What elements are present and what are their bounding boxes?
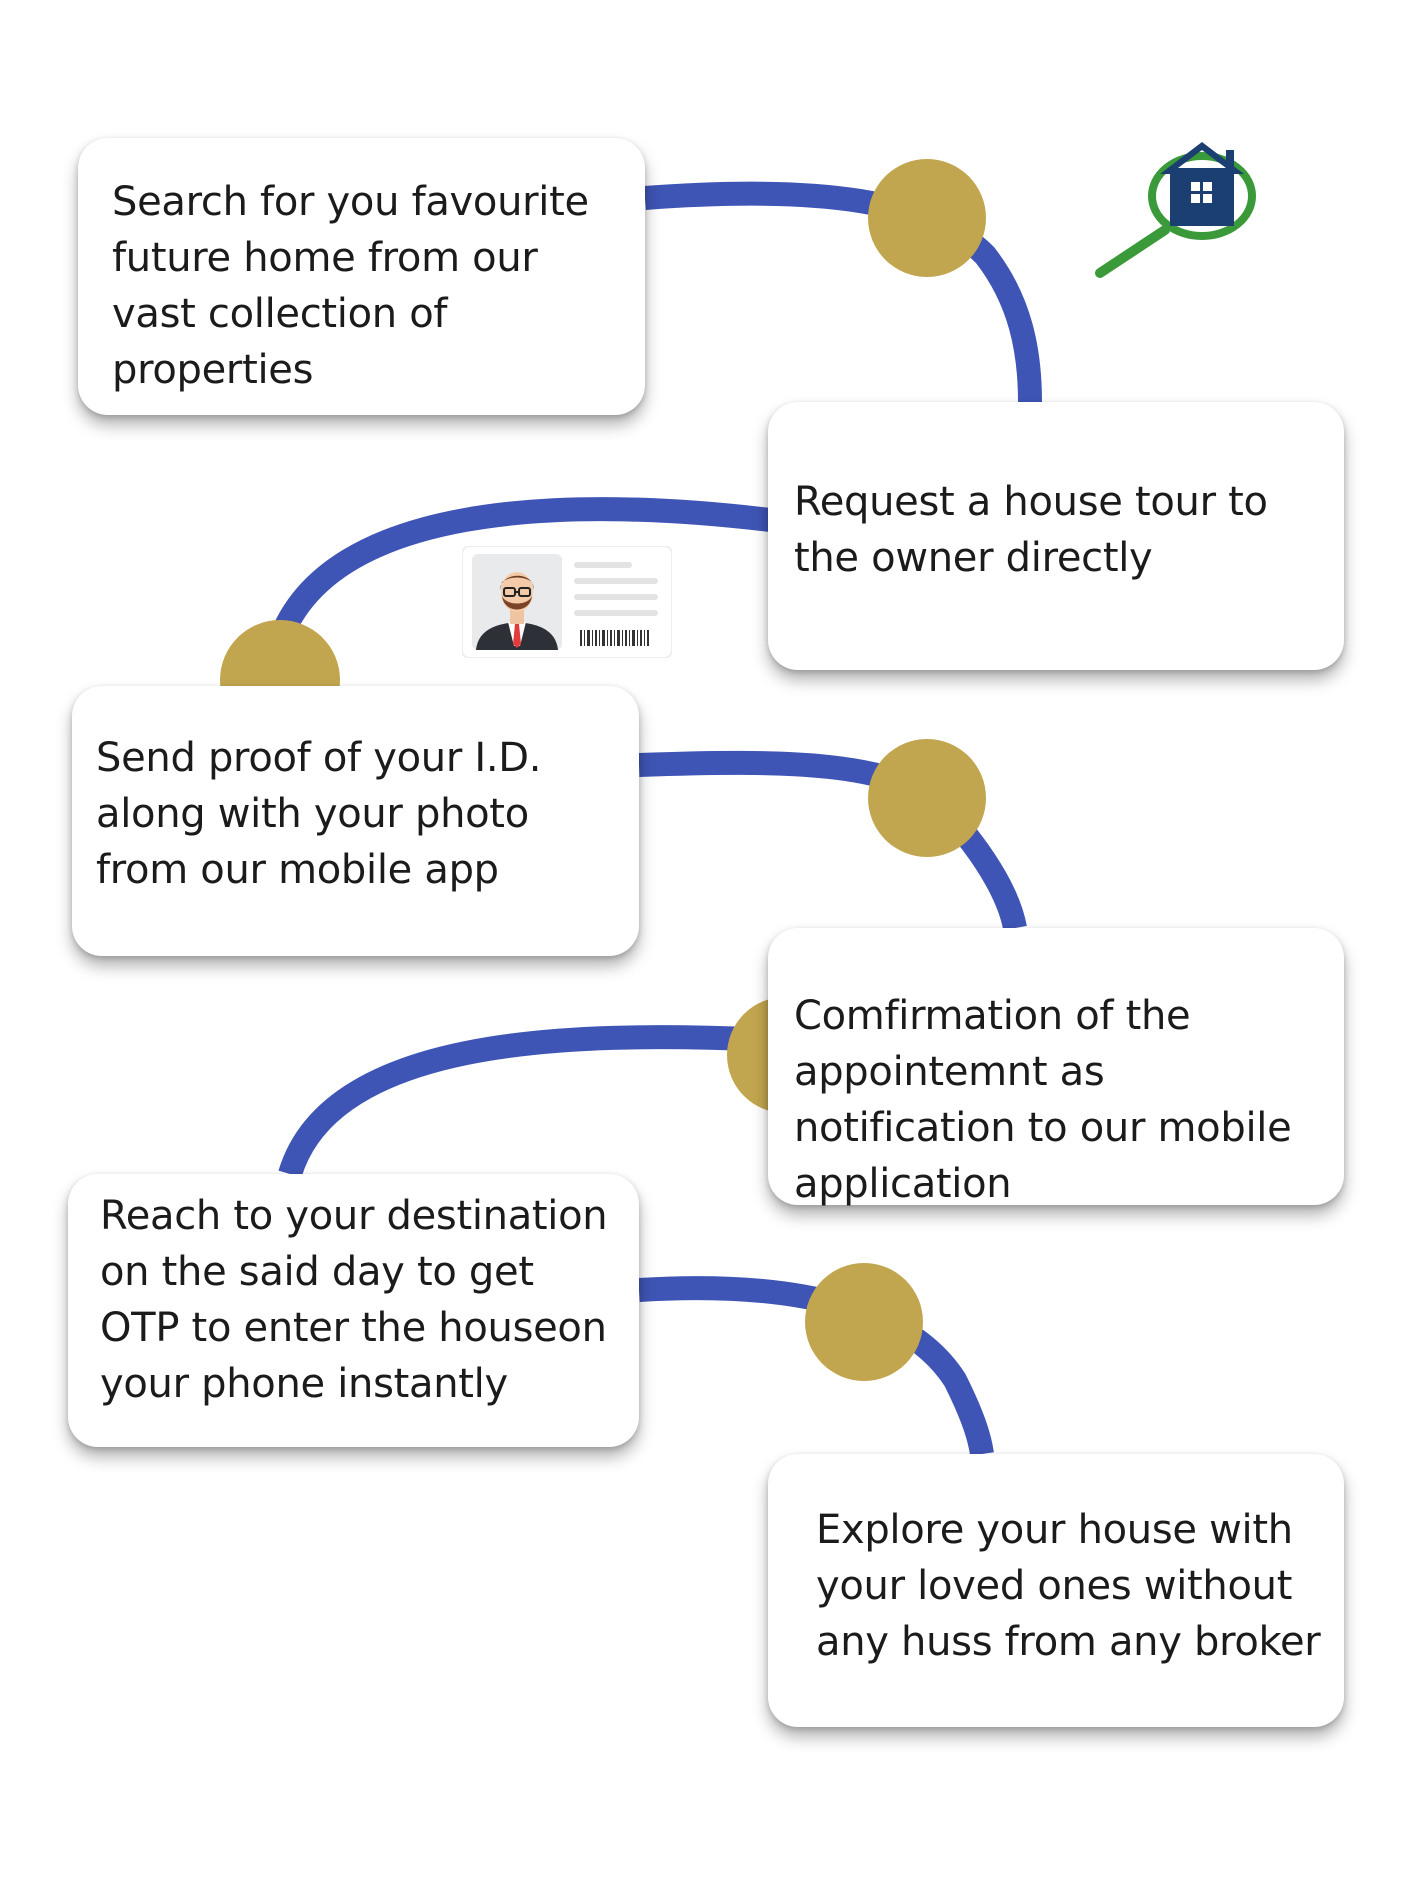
gold-circle-node (805, 1263, 923, 1381)
step-text-1: Search for you favourite future home fro… (112, 179, 589, 393)
step-text-3: Send proof of your I.D. along with your … (96, 735, 542, 893)
step-card-4: Comfirmation of the appointemnt as notif… (768, 928, 1344, 1207)
step-text-2: Request a house tour to the owner direct… (794, 479, 1268, 581)
step-text-6: Explore your house with your loved ones … (816, 1507, 1321, 1665)
step-card-1: Search for you favourite future home fro… (78, 138, 645, 415)
house-search-icon (1095, 142, 1256, 278)
step-card-3: Send proof of your I.D. along with your … (72, 686, 639, 956)
gold-circle-node (868, 159, 986, 277)
step-card-5: Reach to your destination on the said da… (68, 1174, 639, 1447)
id-card-icon (462, 546, 672, 658)
step-card-2: Request a house tour to the owner direct… (768, 402, 1344, 670)
gold-circle-node (868, 739, 986, 857)
step-text-5: Reach to your destination on the said da… (100, 1193, 608, 1407)
connector-4-5 (278, 1025, 771, 1178)
connector-2-3 (268, 497, 772, 645)
step-card-6: Explore your house with your loved ones … (768, 1454, 1344, 1727)
step-text-4: Comfirmation of the appointemnt as notif… (794, 993, 1292, 1207)
